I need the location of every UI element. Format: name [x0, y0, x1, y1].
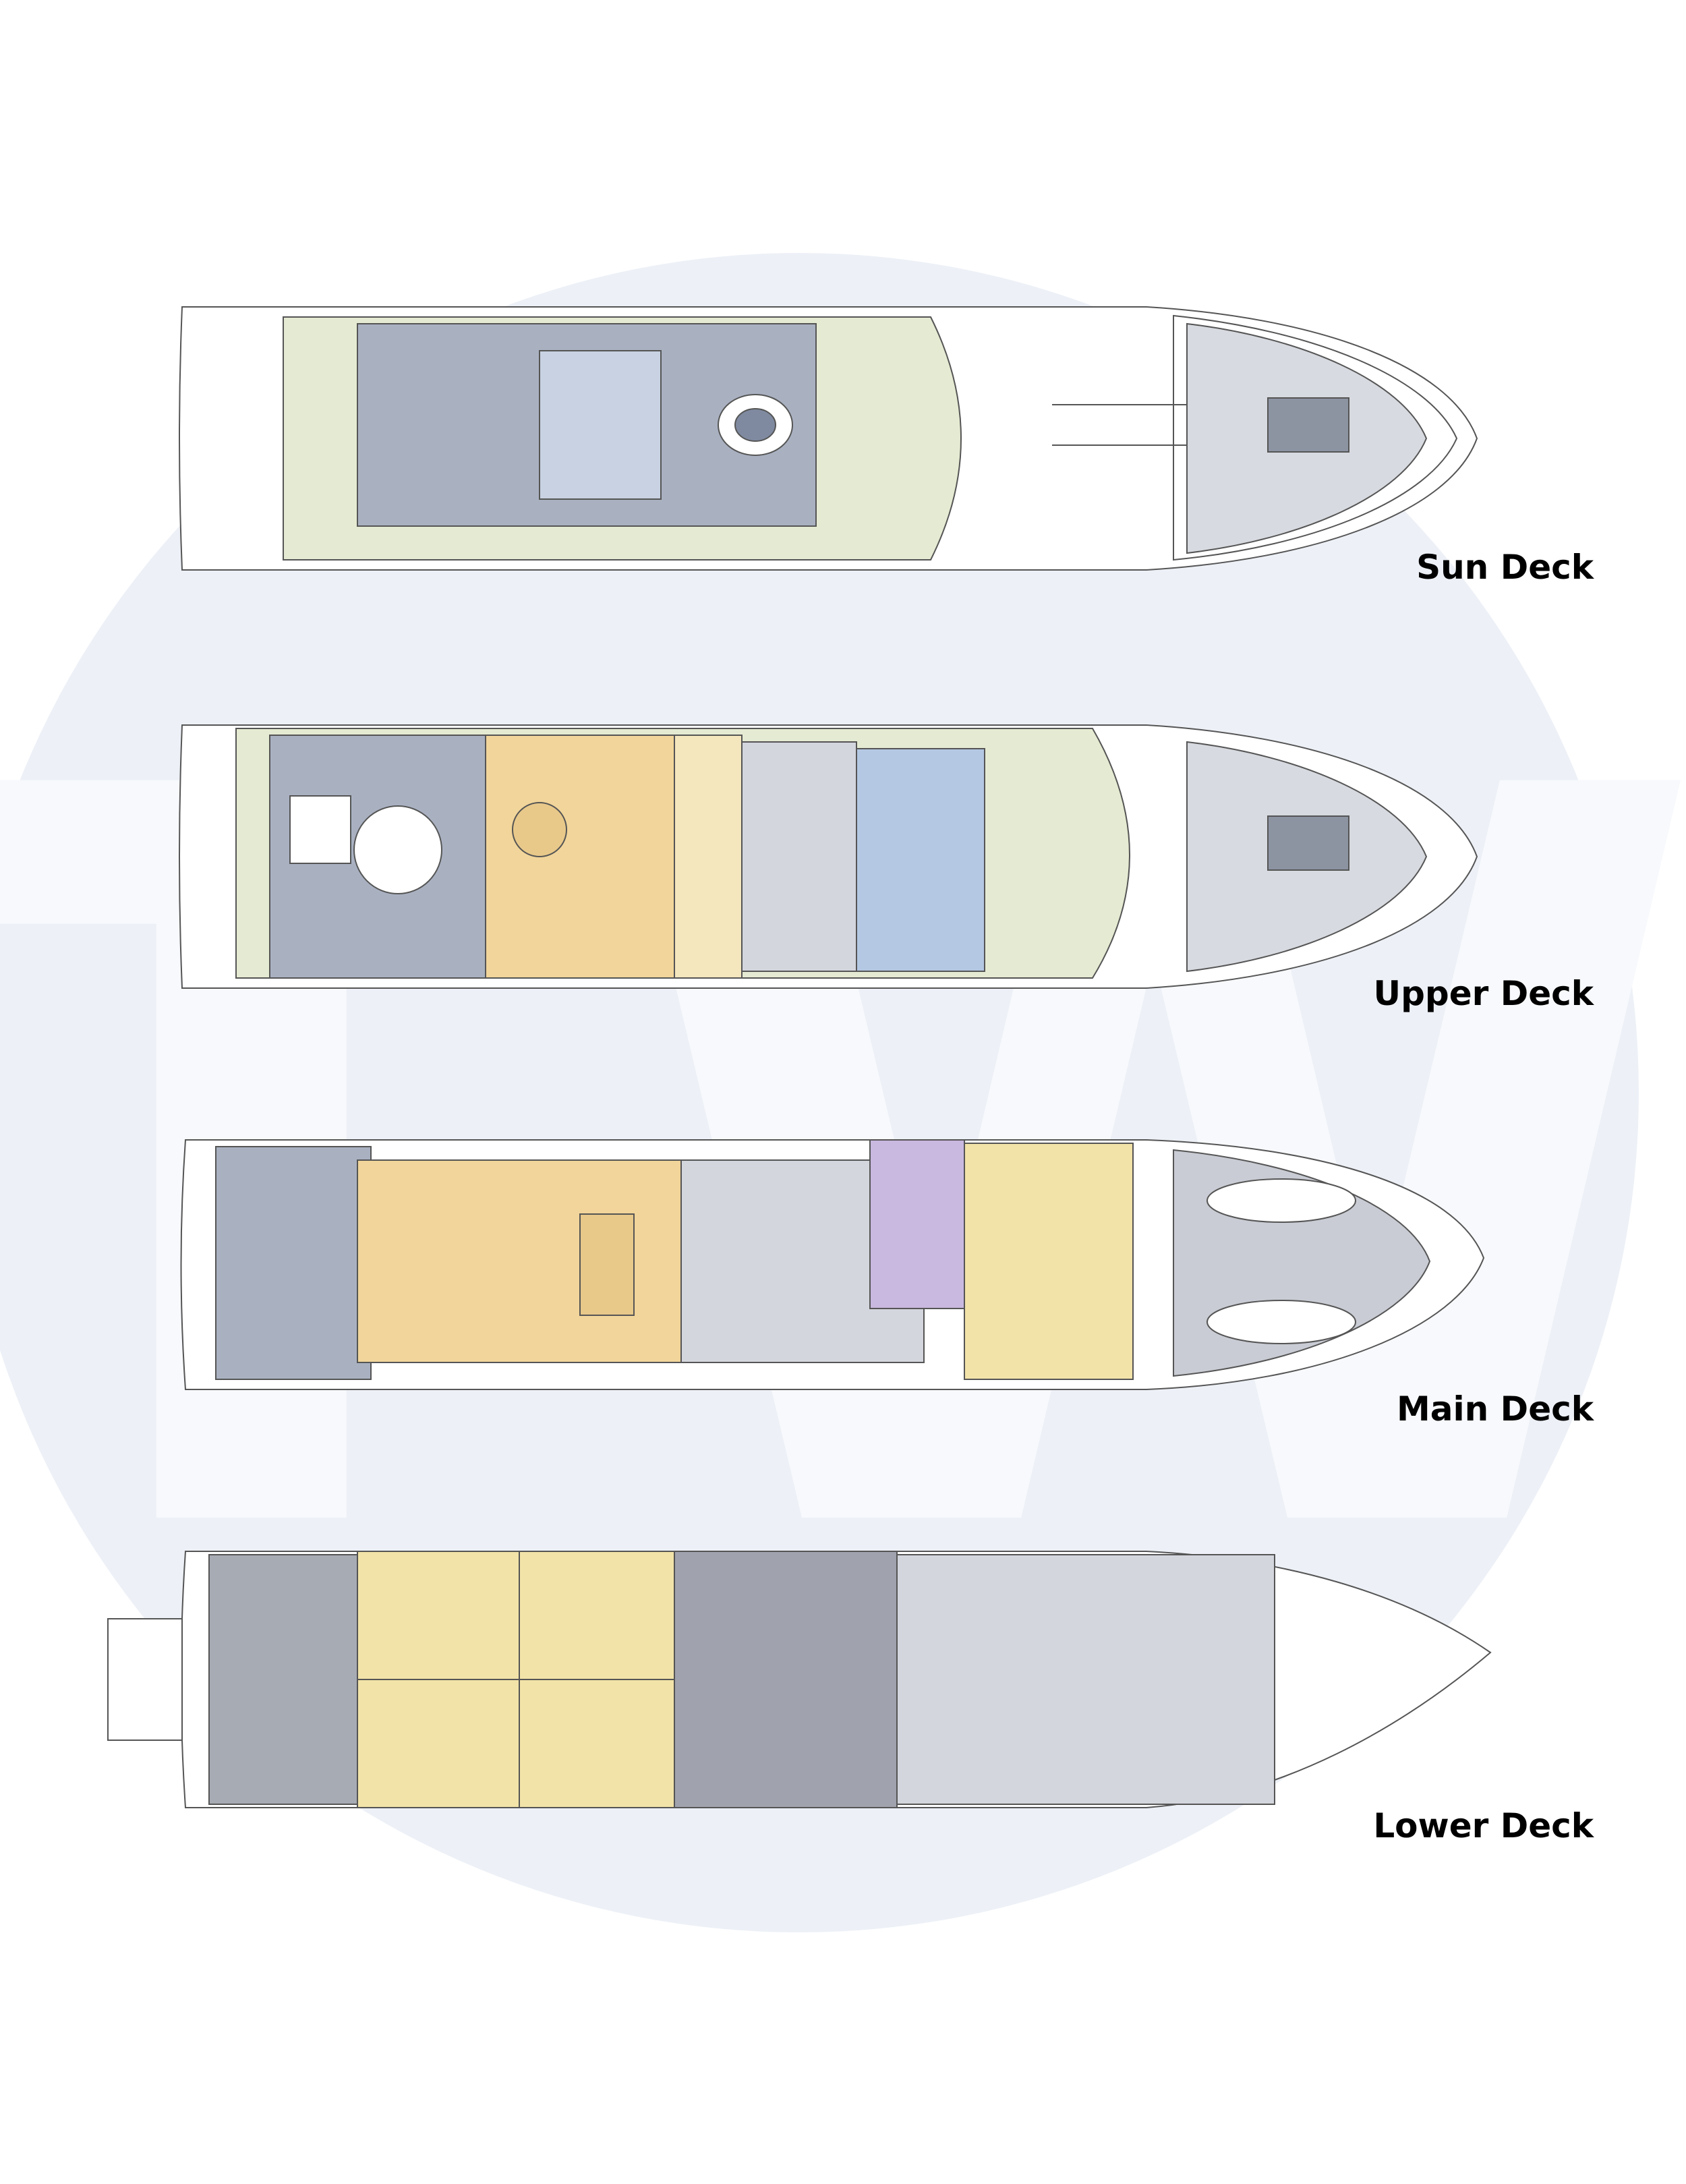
upper-deck-winch: [1267, 815, 1349, 871]
upper-deck-service: [741, 741, 857, 972]
upper-deck-salon-table: [512, 802, 567, 857]
main-deck-tender-2: [1207, 1300, 1356, 1344]
sun-deck-lounge: [539, 350, 662, 500]
lower-deck-engine-room: [674, 1551, 898, 1808]
lower-deck-plan: [107, 1551, 1492, 1808]
watermark-circle: [0, 253, 1639, 1932]
main-deck-lavender-room: [869, 1139, 965, 1309]
upper-deck-salon: [485, 735, 675, 979]
sun-deck-plan: [179, 306, 1478, 571]
upper-deck-plan: [179, 724, 1478, 989]
upper-deck-stair-area: [674, 735, 743, 979]
upper-deck-bridge: [856, 748, 985, 972]
main-deck-plan: [180, 1139, 1485, 1390]
lower-deck-label: Lower Deck: [1373, 1806, 1594, 1845]
upper-deck-round-table: [353, 805, 442, 894]
upper-deck-label: Upper Deck: [1373, 974, 1594, 1013]
main-deck-owner-suite: [964, 1143, 1134, 1380]
lower-deck-swim-platform: [107, 1618, 183, 1741]
sun-deck-label: Sun Deck: [1416, 548, 1594, 587]
sun-deck-jacuzzi-inner: [734, 408, 776, 442]
lower-deck-tender-garage: [208, 1554, 358, 1805]
main-deck-label: Main Deck: [1397, 1389, 1594, 1429]
main-deck-dining-table: [579, 1213, 635, 1316]
main-deck-tender-1: [1207, 1178, 1356, 1223]
main-deck-aft-deck: [215, 1146, 372, 1380]
lower-deck-crew-area: [896, 1554, 1275, 1805]
upper-deck-aft-sofa: [289, 795, 351, 864]
sun-deck-winch: [1267, 397, 1349, 453]
